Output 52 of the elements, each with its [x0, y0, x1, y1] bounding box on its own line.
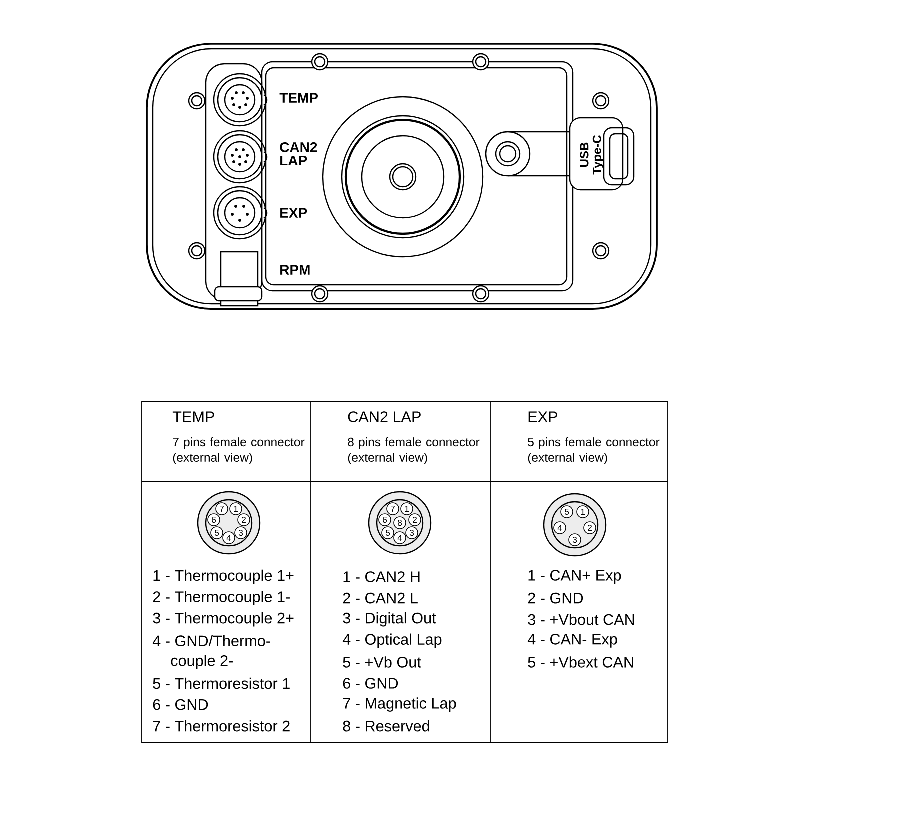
pin-assignment: 2 - GND — [528, 592, 584, 604]
pin-number: 7 — [391, 506, 395, 512]
connector-description: 7 pins female connector (external view) — [173, 438, 305, 464]
pin-assignment: 4 - GND/Thermo- — [152, 635, 270, 647]
pin-number: 4 — [398, 535, 402, 541]
pin-number: 2 — [588, 525, 592, 532]
port-label: USB Type-C — [580, 135, 604, 175]
pin-assignment: 4 - Optical Lap — [342, 634, 442, 648]
pin-assignment: 1 - Thermocouple 1+ — [154, 570, 294, 584]
pin-assignment: 1 - CAN+ Exp — [528, 570, 622, 584]
port-label: RPM — [280, 265, 310, 275]
connector-description: 5 pins female connector (external view) — [528, 438, 660, 464]
pin-number: 5 — [386, 530, 390, 536]
pin-assignment: 5 - +Vbext CAN — [528, 656, 634, 668]
pin-number: 6 — [383, 516, 388, 524]
pin-assignment: couple 2- — [171, 655, 233, 670]
pin-assignment: 7 - Thermoresistor 2 — [153, 720, 290, 732]
port-label: TEMP — [280, 93, 318, 103]
pin-number: 1 — [405, 506, 409, 512]
pin-number: 5 — [564, 508, 570, 516]
column-heading: TEMP — [172, 412, 214, 422]
pin-number: 8 — [398, 520, 402, 526]
pin-number: 2 — [413, 517, 417, 524]
pin-assignment: 7 - Magnetic Lap — [343, 698, 456, 712]
pin-number: 3 — [238, 530, 244, 536]
pin-number: 3 — [572, 536, 578, 544]
pin-assignment: 6 - GND — [153, 699, 208, 710]
pin-number: 4 — [558, 525, 562, 531]
column-heading: CAN2 LAP — [348, 412, 421, 422]
pin-assignment: 4 - CAN- Exp — [528, 634, 618, 648]
pin-number: 2 — [242, 517, 246, 524]
pin-number: 3 — [410, 530, 414, 536]
connector-description: 8 pins female connector (external view) — [348, 438, 480, 464]
pin-assignment: 5 - +Vb Out — [343, 656, 422, 668]
pin-assignment: 8 - Reserved — [343, 720, 430, 732]
pin-assignment: 6 - GND — [343, 678, 398, 689]
pin-assignment: 2 - CAN2 L — [343, 592, 418, 604]
pin-number: 6 — [212, 516, 216, 524]
pin-assignment: 3 - Thermocouple 2+ — [153, 612, 294, 627]
pin-assignment: 1 - CAN2 H — [344, 572, 420, 582]
pin-assignment: 2 - Thermocouple 1- — [153, 591, 290, 606]
pin-number: 1 — [581, 509, 585, 515]
pin-assignment: 5 - Thermoresistor 1 — [153, 678, 290, 690]
pin-assignment: 3 - +Vbout CAN — [528, 614, 634, 626]
pin-number: 5 — [214, 530, 220, 536]
column-heading: EXP — [528, 412, 558, 422]
pin-number: 4 — [226, 535, 232, 541]
pin-number: 1 — [234, 506, 238, 512]
pin-assignment: 3 - Digital Out — [343, 612, 436, 627]
port-label: CAN2 LAP — [280, 142, 318, 166]
port-label: EXP — [280, 208, 308, 218]
pin-number: 7 — [220, 506, 224, 512]
